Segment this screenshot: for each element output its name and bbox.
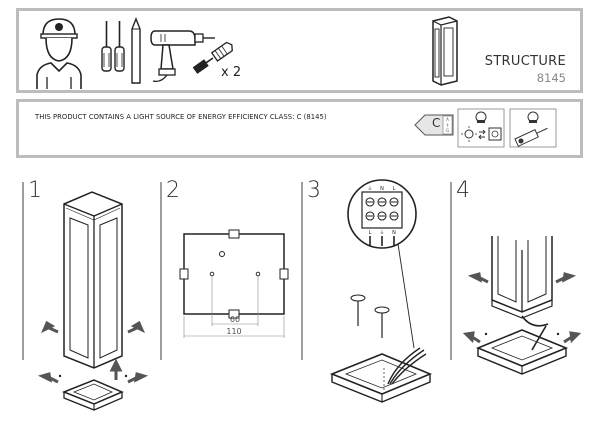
energy-notice: THIS PRODUCT CONTAINS A LIGHT SOURCE OF … — [35, 113, 327, 121]
control-gear-replace-icon — [509, 108, 557, 148]
energy-class-letter: C — [432, 116, 441, 130]
terminal-bottom-2: ⏚ — [379, 229, 384, 236]
step-3-number: 3 — [307, 178, 321, 203]
worker-icon — [36, 18, 82, 89]
dim-outer-label: 110 — [226, 327, 241, 336]
energy-panel: THIS PRODUCT CONTAINS A LIGHT SOURCE OF … — [16, 99, 583, 158]
svg-text:G: G — [446, 128, 449, 133]
step-2-number: 2 — [166, 178, 180, 203]
dim-inner-label: 60 — [230, 315, 240, 324]
svg-text:A: A — [446, 117, 449, 122]
step-3-divider — [301, 182, 303, 360]
terminal-bottom-3: N — [392, 230, 396, 236]
step-4-number: 4 — [456, 178, 470, 203]
step-4-illustration — [462, 236, 582, 375]
step-1-number: 1 — [28, 178, 42, 203]
lamp-product-icon — [432, 16, 458, 86]
terminal-top-1: ⏚ — [367, 185, 372, 192]
svg-text:↕: ↕ — [446, 123, 449, 128]
step-3-illustration: ⏚ N L L ⏚ N — [329, 179, 433, 403]
step-4-divider — [450, 182, 452, 360]
screw-plug-icon — [192, 41, 233, 74]
terminal-top-2: N — [380, 186, 384, 192]
light-source-replace-icon — [457, 108, 505, 148]
step-2-divider — [160, 182, 162, 360]
step-1-illustration — [37, 191, 149, 411]
pencil-icon — [131, 17, 141, 84]
drill-icon — [150, 30, 215, 83]
screwdrivers-icon — [101, 21, 125, 72]
product-name: STRUCTURE — [484, 54, 566, 69]
step-1-divider — [22, 182, 24, 360]
terminal-bottom-1: L — [369, 230, 372, 236]
terminal-top-3: L — [393, 186, 396, 192]
energy-class-label-icon: A ↕ G — [414, 114, 454, 136]
screw-count: x 2 — [221, 65, 242, 80]
step-2-illustration: 60 110 — [179, 229, 289, 338]
product-code: 8145 — [536, 71, 566, 85]
tools-panel: x 2 STRUCTURE 8145 — [16, 8, 583, 93]
